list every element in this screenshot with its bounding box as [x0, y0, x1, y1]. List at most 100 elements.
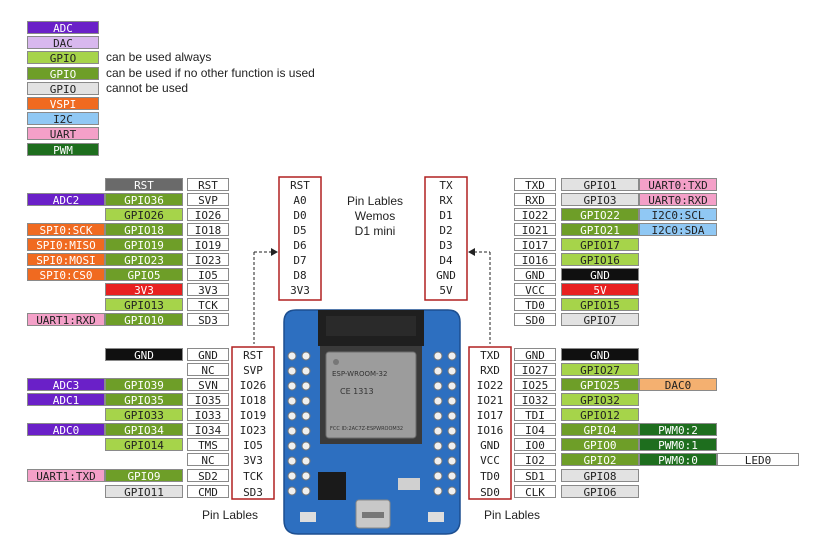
pin-label: GPIO4: [561, 423, 639, 436]
pin-label: DAC0: [639, 378, 717, 391]
pin-label: D6: [293, 239, 307, 251]
pin-label: SVP: [243, 364, 263, 376]
pin-label: GPIO5: [105, 268, 183, 281]
pin-label: TDI: [514, 408, 556, 421]
pin-label: TMS: [187, 438, 229, 451]
pin-label: TD0: [514, 298, 556, 311]
pin-label: IO4: [514, 423, 556, 436]
pin-label: PWM0:1: [639, 438, 717, 451]
pin-label: GPIO26: [105, 208, 183, 221]
pin-label: GND: [514, 348, 556, 361]
pin-label: IO33: [187, 408, 229, 421]
pin-label: 5V: [561, 283, 639, 296]
pin-label: GND: [187, 348, 229, 361]
pin-label: UART1:RXD: [27, 313, 105, 326]
pin-label: IO5: [243, 439, 263, 451]
pin-label: GPIO35: [105, 393, 183, 406]
pin-label: CMD: [187, 485, 229, 498]
pin-label: IO16: [476, 424, 504, 436]
pin-label: IO17: [476, 409, 504, 421]
pin-label: NC: [187, 363, 229, 376]
pin-label: GPIO18: [105, 223, 183, 236]
pin-label: D8: [293, 269, 307, 281]
pin-label: GND: [514, 268, 556, 281]
pin-label: GND: [561, 268, 639, 281]
pin-label: GPIO17: [561, 238, 639, 251]
pin-label: SD3: [187, 313, 229, 326]
pin-label: RST: [187, 178, 229, 191]
pin-label: IO18: [187, 223, 229, 236]
pin-label: UART0:RXD: [639, 193, 717, 206]
pin-label: SPI0:CS0: [27, 268, 105, 281]
pin-label: IO27: [514, 363, 556, 376]
pin-label: GND: [105, 348, 183, 361]
pin-label: TCK: [243, 470, 263, 482]
pin-label: CLK: [514, 485, 556, 498]
pin-label: 3V3: [187, 283, 229, 296]
pin-label: IO32: [514, 393, 556, 406]
pin-label: TXD: [480, 349, 500, 361]
pin-label: GPIO22: [561, 208, 639, 221]
pin-label: IO26: [239, 379, 267, 391]
pin-label: SD0: [480, 486, 500, 498]
pin-label: SVP: [187, 193, 229, 206]
pin-label: GPIO7: [561, 313, 639, 326]
pin-label: VCC: [514, 283, 556, 296]
pin-label: TD0: [480, 470, 500, 482]
pin-label: ADC2: [27, 193, 105, 206]
pin-label: IO23: [239, 424, 267, 436]
pin-label: RXD: [480, 364, 500, 376]
pin-label: GPIO16: [561, 253, 639, 266]
pin-label: RST: [290, 179, 310, 191]
pin-label: IO22: [514, 208, 556, 221]
pin-label: TXD: [514, 178, 556, 191]
pin-frame-right-top: [424, 176, 468, 301]
pin-label: GPIO36: [105, 193, 183, 206]
pin-label: IO17: [514, 238, 556, 251]
pin-label: IO34: [187, 423, 229, 436]
dashed-connector-right: [474, 251, 491, 344]
pin-label: GPIO33: [105, 408, 183, 421]
pin-label: GPIO32: [561, 393, 639, 406]
pin-label: D1: [439, 209, 453, 221]
pin-label: GPIO13: [105, 298, 183, 311]
pin-label: D0: [293, 209, 307, 221]
pin-label: GPIO6: [561, 485, 639, 498]
pin-label: TX: [439, 179, 453, 191]
pin-label: RST: [243, 349, 263, 361]
pin-label: GND: [561, 348, 639, 361]
pin-label: 3V3: [243, 454, 263, 466]
pin-label: 3V3: [105, 283, 183, 296]
pin-label: GPIO12: [561, 408, 639, 421]
legend-note: can be used always: [106, 50, 212, 65]
legend-swatch: DAC: [27, 36, 99, 50]
pin-label: IO23: [187, 253, 229, 266]
pin-label: D3: [439, 239, 453, 251]
pin-label: GPIO3: [561, 193, 639, 206]
pin-label: IO5: [187, 268, 229, 281]
pin-label: I2C0:SCL: [639, 208, 717, 221]
wemos-board-illustration: [283, 309, 461, 535]
pin-label: D4: [439, 254, 453, 266]
pin-label: A0: [293, 194, 307, 206]
chip-text-line1: ESP-WROOM-32: [332, 370, 387, 378]
pin-label: I2C0:SDA: [639, 223, 717, 236]
pin-frame-left-bottom: [231, 346, 275, 500]
arrow-right-connector: [468, 248, 475, 256]
pin-label: PWM0:2: [639, 423, 717, 436]
pin-label: IO25: [514, 378, 556, 391]
pin-label: ADC3: [27, 378, 105, 391]
pin-label: ADC0: [27, 423, 105, 436]
legend-swatch: GPIO: [27, 51, 99, 65]
pin-label: GPIO11: [105, 485, 183, 498]
pin-label: NC: [187, 453, 229, 466]
pin-label: GPIO34: [105, 423, 183, 436]
pin-label: GPIO10: [105, 313, 183, 326]
pin-label: SPI0:SCK: [27, 223, 105, 236]
pin-label: GPIO23: [105, 253, 183, 266]
pin-label: SD3: [243, 486, 263, 498]
pin-label: GPIO1: [561, 178, 639, 191]
pin-label: SVN: [187, 378, 229, 391]
